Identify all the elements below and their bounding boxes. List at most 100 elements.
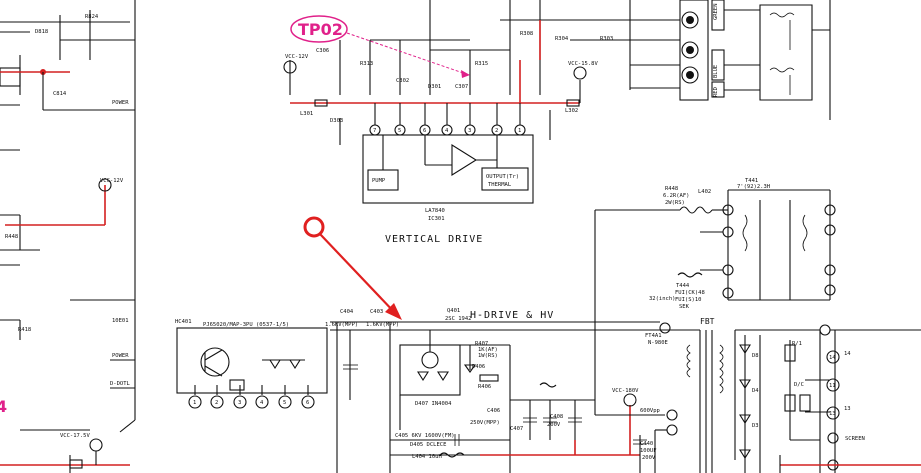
svg-text:FUI(CK)48: FUI(CK)48: [675, 290, 705, 296]
svg-text:600Vpp: 600Vpp: [640, 408, 660, 414]
svg-text:C406: C406: [487, 408, 500, 414]
svg-text:R824: R824: [85, 14, 99, 20]
svg-text:1.6KV(MPP): 1.6KV(MPP): [325, 322, 358, 328]
svg-text:T441: T441: [745, 178, 758, 184]
hpin-6: 6: [306, 400, 309, 406]
svg-text:THERMAL: THERMAL: [488, 182, 512, 188]
vertical-ic-part: LA7840: [425, 208, 445, 214]
svg-text:L402: L402: [698, 189, 711, 195]
svg-text:1K(AF): 1K(AF): [478, 347, 498, 353]
svg-text:R448: R448: [5, 234, 18, 240]
svg-text:D818: D818: [35, 29, 48, 35]
side-label-10e01: 10E01: [112, 318, 129, 324]
svg-text:1.6KV(MPP): 1.6KV(MPP): [366, 322, 399, 328]
svg-text:200V: 200V: [642, 455, 656, 461]
fbt-title: FBT: [700, 317, 715, 326]
svg-text:7'(92)2.3H: 7'(92)2.3H: [737, 184, 770, 190]
vpin-2: 2: [495, 128, 498, 134]
svg-text:FT4A1: FT4A1: [645, 333, 662, 339]
tp02-annotation: TP02: [290, 15, 470, 78]
highlight-arrow: [303, 216, 402, 320]
svg-text:D8: D8: [752, 353, 759, 359]
svg-text:C814: C814: [53, 91, 67, 97]
svg-text:200V: 200V: [547, 422, 561, 428]
vcc15-label: VCC-15.8V: [568, 61, 598, 67]
power-label-bottom: POWER: [112, 353, 129, 359]
dc-label: D/C: [794, 382, 804, 388]
h-ic-note: PJ65020/MAP-3PU (0537-1/5): [203, 322, 289, 328]
d-dotl-label: D-DOTL: [110, 381, 131, 387]
vpin-3: 3: [468, 128, 471, 134]
h-ic-ref: HC401: [175, 319, 192, 325]
svg-text:C307: C307: [455, 84, 468, 90]
svg-text:C403: C403: [370, 309, 383, 315]
svg-text:D3: D3: [752, 423, 759, 429]
blue-label: BLUE: [713, 65, 719, 78]
hpin-1: 1: [193, 400, 196, 406]
svg-text:OUTPUT(Tr): OUTPUT(Tr): [486, 174, 519, 180]
hpin-4: 4: [260, 400, 264, 406]
d407-label: D407 IN4004: [415, 401, 452, 407]
svg-text:R418: R418: [18, 327, 31, 333]
power-label-top: POWER: [112, 100, 129, 106]
svg-text:250V(MPP): 250V(MPP): [470, 420, 500, 426]
fbt-section: 32(inch) FT4A1 N-980E FBT 14 11 13: [645, 296, 921, 473]
hpin-5: 5: [283, 400, 286, 406]
vcc180-label: VCC-180V: [612, 388, 639, 394]
vertical-ic-ref: IC301: [428, 216, 445, 222]
fbt-pin-13: 13: [829, 411, 836, 417]
vcc12-top-label: VCC-12V: [285, 54, 309, 60]
vertical-ic-body: [362, 134, 534, 204]
vpin-4: 4: [445, 128, 449, 134]
green-label: GREEN: [713, 3, 719, 20]
svg-text:R308: R308: [520, 31, 533, 37]
svg-text:C440: C440: [640, 441, 653, 447]
svg-text:R313: R313: [360, 61, 373, 67]
l404-label: L404 10uH: [412, 454, 442, 460]
hpin-3: 3: [238, 400, 241, 406]
fbt-pin-11: 11: [829, 383, 836, 389]
svg-text:D303: D303: [330, 118, 343, 124]
vpin-1: 1: [518, 128, 521, 134]
d405-label: D405 DCLECE: [410, 442, 446, 448]
red-label: RED: [713, 87, 719, 97]
h-drive-title: H-DRIVE & HV: [470, 310, 554, 321]
svg-text:PUMP: PUMP: [372, 178, 386, 184]
svg-text:D406: D406: [472, 364, 485, 370]
svg-text:L302: L302: [565, 108, 578, 114]
h-drive-section: HC401 PJ65020/MAP-3PU (0537-1/5) 1 2 3 4…: [175, 308, 678, 473]
svg-text:L301: L301: [300, 111, 313, 117]
svg-text:100UF: 100UF: [640, 448, 657, 454]
vcc17-label: VCC-17.5V: [60, 433, 90, 439]
vertical-drive-section: 7 5 6 4 3 2 1 PUMP OUTPUT(Tr) THERMAL LA…: [283, 0, 630, 245]
svg-text:N-980E: N-980E: [648, 340, 668, 346]
r-hv-label: R/1: [792, 341, 802, 347]
screen-label: SCREEN: [845, 436, 865, 442]
svg-text:C302: C302: [396, 78, 409, 84]
vcc12-label: VCC-12V: [100, 178, 124, 184]
svg-text:D301: D301: [428, 84, 441, 90]
svg-text:C404: C404: [340, 309, 354, 315]
left-annotation-marker: 4: [0, 397, 7, 416]
svg-text:6.2R(AF): 6.2R(AF): [663, 193, 690, 199]
svg-text:R304: R304: [555, 36, 569, 42]
svg-text:14: 14: [844, 351, 851, 357]
svg-text:SEK: SEK: [679, 304, 690, 310]
svg-text:C407: C407: [510, 426, 523, 432]
svg-text:R303: R303: [600, 36, 613, 42]
svg-text:13: 13: [844, 406, 851, 412]
svg-text:R448: R448: [665, 186, 678, 192]
fbt-pin-14: 14: [829, 355, 836, 361]
svg-text:D4: D4: [752, 388, 759, 394]
svg-text:2W(RS): 2W(RS): [665, 200, 685, 206]
svg-text:R406: R406: [478, 384, 491, 390]
c405-label: C405 6KV 1600V(FM): [395, 433, 455, 439]
tp02-label: TP02: [298, 20, 343, 39]
svg-text:Q401: Q401: [447, 308, 460, 314]
svg-text:32(inch): 32(inch): [649, 296, 676, 302]
svg-text:1W(RS): 1W(RS): [478, 353, 498, 359]
svg-text:C306: C306: [316, 48, 329, 54]
svg-text:T444: T444: [676, 283, 690, 289]
vpin-5: 5: [398, 128, 401, 134]
